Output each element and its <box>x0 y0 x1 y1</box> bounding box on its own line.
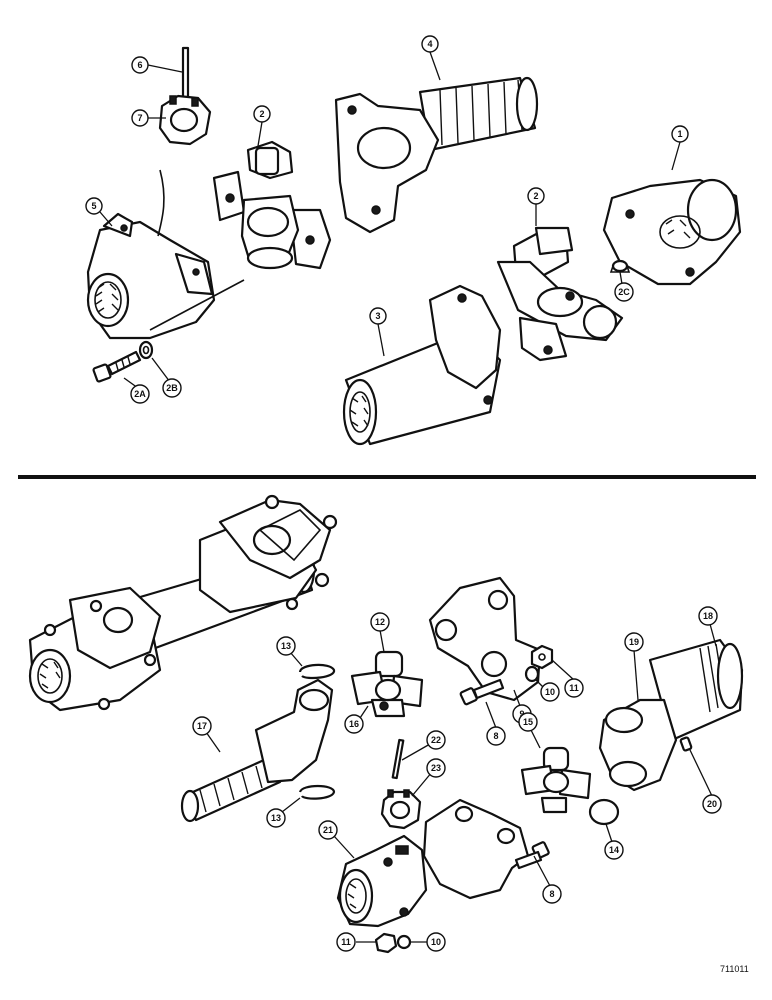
callout-11-upper-label: 11 <box>569 683 579 693</box>
callout-6-label: 6 <box>137 60 142 70</box>
callout-2-left-label: 2 <box>259 109 264 119</box>
callout-9-label: 9 <box>519 709 524 719</box>
nut-11-lower <box>374 932 398 954</box>
slip-yoke-4 <box>334 76 539 234</box>
gasket-plate <box>422 798 530 900</box>
callout-1-label: 1 <box>677 129 682 139</box>
callout-12-label: 12 <box>375 617 385 627</box>
callout-7-label: 7 <box>137 113 142 123</box>
callout-10-upper-label: 10 <box>545 687 555 697</box>
callout-12: 12 <box>370 612 390 632</box>
callout-2-right-label: 2 <box>533 191 538 201</box>
assembled-drive-shaft <box>28 494 338 712</box>
washer-10-lower <box>396 934 412 950</box>
callout-14-label: 14 <box>609 845 619 855</box>
bolt-8-lower <box>514 841 550 870</box>
castle-nut-7 <box>158 94 212 146</box>
callout-21: 21 <box>318 820 338 840</box>
yoke-shaft-17 <box>180 678 334 823</box>
callout-5: 5 <box>85 197 103 215</box>
washer-10-upper <box>524 665 540 683</box>
callout-13-upper: 13 <box>276 636 296 656</box>
callout-2b-label: 2B <box>166 383 178 393</box>
callout-2a-label: 2A <box>134 389 146 399</box>
callout-15: 15 <box>518 712 538 732</box>
callout-10-upper: 10 <box>540 682 560 702</box>
callout-18-label: 18 <box>703 611 713 621</box>
callout-1: 1 <box>671 125 689 143</box>
callout-10-lower-label: 10 <box>431 937 441 947</box>
callout-22: 22 <box>426 730 446 750</box>
callout-16-label: 16 <box>349 719 359 729</box>
callout-4: 4 <box>421 35 439 53</box>
universal-joint-15 <box>520 746 592 814</box>
callout-19: 19 <box>624 632 644 652</box>
callout-17-label: 17 <box>197 721 207 731</box>
pin-22 <box>391 738 405 780</box>
callout-21-label: 21 <box>323 825 333 835</box>
yoke-1 <box>602 178 742 286</box>
flange-yoke-9 <box>428 576 542 702</box>
universal-joint-2-right <box>496 226 624 362</box>
callout-6: 6 <box>131 56 149 74</box>
slip-tube-3 <box>342 284 502 446</box>
yoke-5 <box>86 212 216 340</box>
callout-13-lower-label: 13 <box>271 813 281 823</box>
callout-2b: 2B <box>162 378 182 398</box>
callout-4-label: 4 <box>427 39 432 49</box>
callout-23-label: 23 <box>431 763 441 773</box>
universal-joint-2-left <box>212 140 332 270</box>
castle-nut-23 <box>380 789 422 830</box>
callout-7: 7 <box>131 109 149 127</box>
callout-11-upper: 11 <box>564 678 584 698</box>
callout-13-lower: 13 <box>266 808 286 828</box>
washer-2b <box>138 340 154 360</box>
callout-5-label: 5 <box>91 201 96 211</box>
flange-yoke-21 <box>336 834 428 928</box>
bearing-cap-14 <box>588 798 620 826</box>
bolt-2a <box>92 350 142 383</box>
callout-11-lower-label: 11 <box>341 937 351 947</box>
callout-13-upper-label: 13 <box>281 641 291 651</box>
callout-2c: 2C <box>614 282 634 302</box>
callout-2-left: 2 <box>253 105 271 123</box>
callout-17: 17 <box>192 716 212 736</box>
callout-10-lower: 10 <box>426 932 446 952</box>
callout-18: 18 <box>698 606 718 626</box>
bolt-8-upper <box>459 678 505 706</box>
callout-8-lower-label: 8 <box>549 889 554 899</box>
callout-8-upper-label: 8 <box>493 731 498 741</box>
callout-8-lower: 8 <box>542 884 562 904</box>
callout-3-label: 3 <box>375 311 380 321</box>
callout-23: 23 <box>426 758 446 778</box>
callout-20-label: 20 <box>707 799 717 809</box>
callout-leaders <box>99 51 717 943</box>
grease-fitting-2c <box>609 259 631 273</box>
nut-11-upper <box>530 644 554 670</box>
callout-2-right: 2 <box>527 187 545 205</box>
section-divider <box>18 475 756 479</box>
snap-ring-13-lower <box>298 784 336 800</box>
callout-14: 14 <box>604 840 624 860</box>
callout-15-label: 15 <box>523 717 533 727</box>
callout-2a: 2A <box>130 384 150 404</box>
callout-16: 16 <box>344 714 364 734</box>
snap-ring-13-upper <box>298 663 336 680</box>
universal-joint-12 <box>350 650 424 718</box>
slip-yoke-19 <box>598 638 744 792</box>
callout-8-upper: 8 <box>486 726 506 746</box>
callout-2c-label: 2C <box>618 287 630 297</box>
grease-fitting-20 <box>679 736 693 752</box>
callout-19-label: 19 <box>629 637 639 647</box>
callout-22-label: 22 <box>431 735 441 745</box>
callout-11-lower: 11 <box>336 932 356 952</box>
callout-20: 20 <box>702 794 722 814</box>
reference-number: 711011 <box>720 964 749 974</box>
callout-3: 3 <box>369 307 387 325</box>
